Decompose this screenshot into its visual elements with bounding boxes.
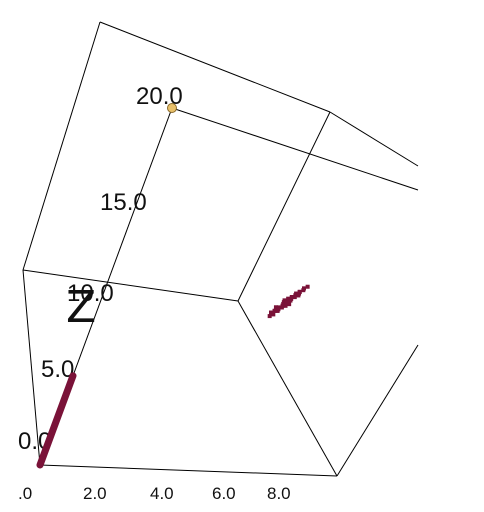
cube-box: [22, 21, 419, 477]
z-axis-label: Z: [66, 282, 96, 333]
data-marks: [36, 103, 310, 469]
cube-edge: [336, 344, 419, 477]
x-tick-label: 2.0: [83, 484, 107, 503]
cluster-point: [287, 302, 292, 307]
cluster-point: [302, 286, 306, 291]
cluster-point: [271, 312, 276, 317]
cube-edge: [171, 107, 419, 191]
cluster-point: [286, 296, 291, 301]
cluster-point: [280, 303, 285, 308]
cluster-point: [283, 303, 288, 308]
cube-edge: [39, 464, 338, 477]
cluster-point: [273, 305, 278, 310]
z-tick-label: 15.0: [100, 189, 147, 216]
cluster-point: [269, 310, 273, 315]
x-tick-label: 8.0: [267, 484, 291, 503]
highlight-point: [167, 103, 177, 113]
cluster-point: [267, 314, 272, 319]
x-tick-label: 6.0: [212, 484, 236, 503]
cube-edge: [99, 21, 331, 113]
z-tick-label: 10.0: [67, 280, 114, 307]
cube-edge: [22, 21, 101, 271]
cube-edge: [22, 269, 41, 466]
x-tick-label: 4.0: [150, 484, 174, 503]
cluster-point: [294, 291, 299, 296]
cluster-point: [284, 300, 289, 305]
x-tick-label: .0: [18, 484, 32, 503]
cluster-point: [276, 307, 281, 312]
x-axis-ticks: .0 2.0 4.0 6.0 8.0: [18, 484, 291, 503]
cluster-point: [305, 284, 310, 289]
cube-edge: [329, 111, 419, 167]
cluster-point: [296, 293, 301, 298]
point-line-series: [36, 372, 77, 469]
cluster-point: [297, 289, 302, 294]
cube-edge: [237, 300, 338, 477]
cluster-point: [288, 298, 293, 303]
z-axis-ticks: 0.0 5.0 10.0 15.0 20.0: [18, 83, 183, 455]
cluster-point: [272, 308, 277, 313]
cube-edge: [22, 269, 239, 302]
cube-edge: [237, 111, 331, 302]
